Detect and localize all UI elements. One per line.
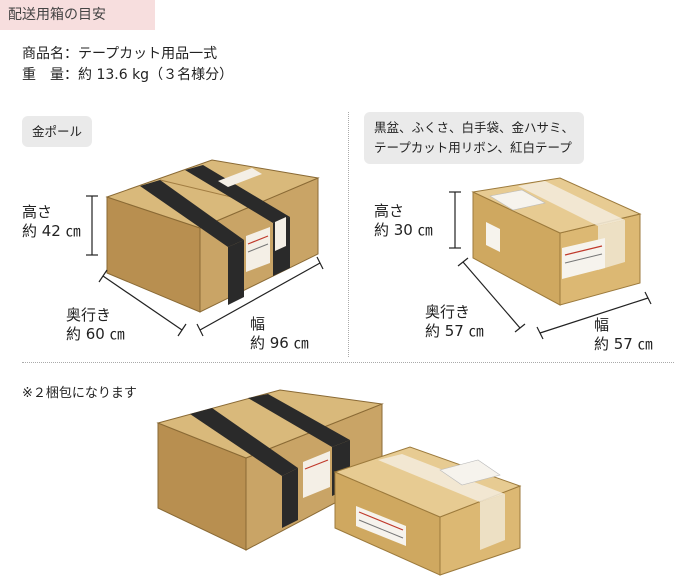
vertical-divider	[348, 112, 349, 357]
box1-height-label: 高さ	[22, 203, 53, 221]
box1-width-label: 幅	[250, 315, 266, 333]
box2-contents-line1: 黒盆、ふくさ、白手袋、金ハサミ、	[374, 120, 575, 135]
product-name-row: 商品名：テープカット用品一式	[22, 44, 217, 64]
box2-height-value: 約 30 ㎝	[374, 221, 433, 239]
product-name-label: 商品名：	[22, 46, 78, 62]
box2-height-label: 高さ	[374, 202, 405, 220]
product-weight-label: 重 量：	[22, 67, 78, 83]
box2-contents-tag: 黒盆、ふくさ、白手袋、金ハサミ、 テープカット用リボン、紅白テープ	[364, 112, 585, 164]
section-title: 配送用箱の目安	[0, 0, 155, 30]
package-note: ※２梱包になります	[22, 386, 137, 401]
box1-width-value: 約 96 ㎝	[250, 334, 309, 352]
box1-depth-value: 約 60 ㎝	[66, 325, 125, 343]
product-weight-value: 約 13.6 kg（３名様分）	[78, 67, 234, 83]
box2-width-label: 幅	[594, 316, 610, 334]
product-weight-row: 重 量：約 13.6 kg（３名様分）	[22, 65, 233, 85]
box2-width-value: 約 57 ㎝	[594, 335, 653, 353]
box1-height-value: 約 42 ㎝	[22, 222, 81, 240]
box1-depth-label: 奥行き	[66, 306, 112, 324]
horizontal-divider	[22, 362, 674, 363]
product-name-value: テープカット用品一式	[78, 46, 218, 62]
box2-depth-label: 奥行き	[425, 303, 471, 321]
box2-depth-value: 約 57 ㎝	[425, 322, 484, 340]
box2-contents-line2: テープカット用リボン、紅白テープ	[374, 140, 572, 155]
box1-contents-tag: 金ポール	[22, 116, 93, 147]
